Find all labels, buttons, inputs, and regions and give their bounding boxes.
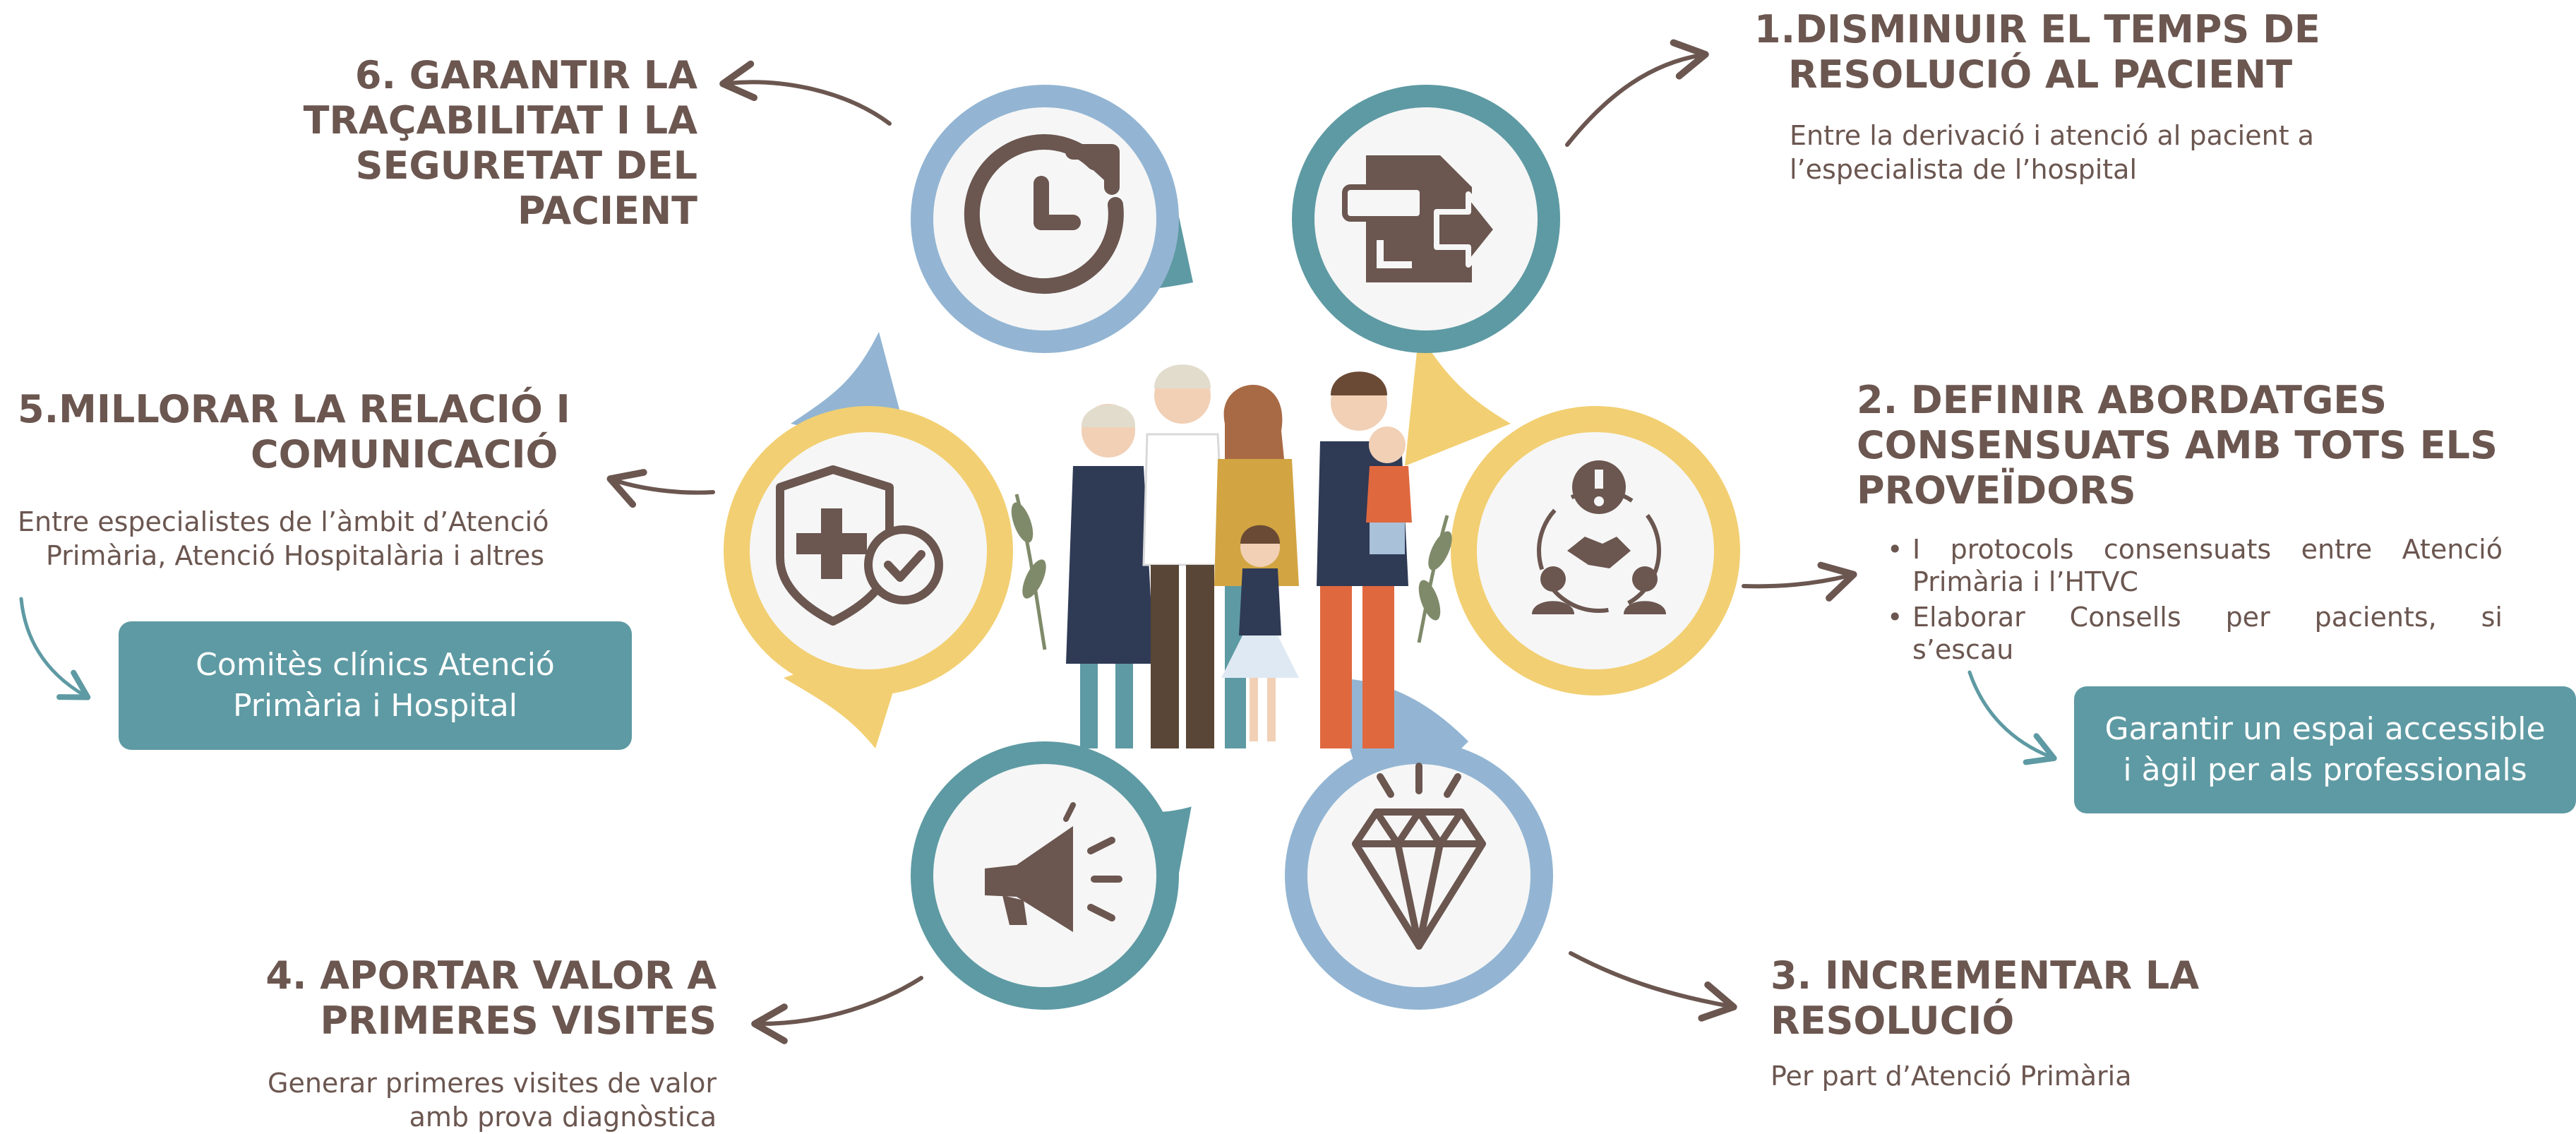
arrow-to-goal-5	[606, 469, 715, 508]
family-illustration	[1011, 364, 1452, 748]
goal-3-title-line-2: RESOLUCIÓ	[1771, 998, 2015, 1043]
clinical-committees-box-line-2: Primària i Hospital	[233, 688, 517, 724]
ring-goal-1	[1292, 85, 1560, 353]
goal-5-title-line-1: 5.MILLORAR LA RELACIÓ I	[18, 387, 570, 431]
clinical-committees-box-line-1: Comitès clínics Atenció	[196, 647, 555, 683]
arrow-to-space-box	[1967, 670, 2057, 765]
goal-4-subtitle: Generar primeres visites de valor amb pr…	[71, 1066, 717, 1134]
ring-goal-3	[1285, 741, 1553, 1010]
document-transfer-icon	[1342, 155, 1499, 282]
goal-6-title-line-3: SEGURETAT DEL	[355, 143, 697, 188]
goal-4-subtitle-line-2: amb prova diagnòstica	[409, 1102, 717, 1133]
accessible-space-box-line-2: i àgil per als professionals	[2123, 752, 2527, 788]
goal-3-title-line-1: 3. INCREMENTAR LA	[1771, 953, 2200, 998]
ring-goal-4	[911, 741, 1179, 1010]
goal-1-subtitle: Entre la derivació i atenció al pacient …	[1790, 119, 2425, 186]
shield-health-check-icon	[776, 465, 943, 626]
ring-goal-6	[911, 85, 1179, 353]
goal-1-subtitle-line-2: l’especialista de l’hospital	[1790, 154, 2137, 185]
ring-goal-5	[724, 406, 1013, 696]
arrow-to-goal-2	[1742, 561, 1857, 602]
goal-1-number: 1.	[1754, 7, 1796, 52]
ring-goal-2	[1451, 406, 1740, 696]
diamond-icon	[1352, 763, 1486, 950]
clinical-committees-box: Comitès clínics Atenció Primària i Hospi…	[119, 621, 632, 750]
goal-2-bullet-1-line-2: Primària i l’HTVC	[1912, 566, 2138, 597]
goal-5-subtitle: Entre especialistes de l’àmbit d’Atenció…	[18, 505, 653, 573]
goal-1-title-line-1: DISMINUIR EL TEMPS DE	[1795, 7, 2320, 52]
box-arrows	[19, 597, 2057, 765]
goal-3-subtitle-line-1: Per part d’Atenció Primària	[1771, 1061, 2132, 1092]
goal-5-title-line-2: COMUNICACIÓ	[251, 432, 558, 477]
goal-1-title-line-2: RESOLUCIÓ AL PACIENT	[1788, 52, 2293, 97]
goal-2-bullet-2-line-2: s’escau	[1912, 634, 2014, 665]
goal-3-subtitle: Per part d’Atenció Primària	[1771, 1059, 2406, 1093]
megaphone-icon	[985, 802, 1122, 932]
goal-4-title: 4. APORTAR VALOR A PRIMERES VISITES	[71, 953, 717, 1044]
arrow-to-goal-3	[1569, 951, 1737, 1022]
goal-2-title-line-1: 2. DEFINIR ABORDATGES	[1857, 378, 2388, 422]
goal-4-title-line-2: PRIMERES VISITES	[320, 998, 717, 1043]
goal-2-bullet-2: Elaborar Consells per pacients, si s’esc…	[1881, 601, 2503, 666]
goal-2-bullet-1: I protocols consensuats entre Atenció Pr…	[1881, 533, 2503, 598]
clock-refresh-icon	[964, 134, 1124, 294]
goal-1-title: 1.DISMINUIR EL TEMPS DE RESOLUCIÓ AL PAC…	[1754, 7, 2383, 97]
goal-3-title: 3. INCREMENTAR LA RESOLUCIÓ	[1771, 953, 2406, 1044]
arrow-to-goal-1	[1565, 39, 1709, 147]
goal-2-bullet-2-line-1: Elaborar Consells per pacients, si	[1912, 602, 2503, 633]
goal-6-title-line-2: TRAÇABILITAT I LA	[303, 98, 697, 143]
accessible-space-box-line-1: Garantir un espai accessible	[2104, 711, 2546, 747]
goal-1-subtitle-line-1: Entre la derivació i atenció al pacient …	[1790, 120, 2314, 151]
arrow-to-goal-6	[719, 60, 892, 126]
goal-6-title-line-1: 6. GARANTIR LA	[354, 53, 697, 97]
goal-6-title-line-4: PACIENT	[517, 189, 697, 233]
goal-2-bullet-1-line-1: I protocols consensuats entre Atenció	[1912, 534, 2503, 565]
goal-2-bullet-list: I protocols consensuats entre Atenció Pr…	[1881, 533, 2503, 669]
goal-5-subtitle-line-1: Entre especialistes de l’àmbit d’Atenció	[18, 506, 549, 537]
accessible-space-box: Garantir un espai accessible i àgil per …	[2074, 686, 2576, 813]
goal-2-title-line-2: CONSENSUATS AMB TOTS ELS	[1857, 423, 2498, 467]
goal-5-subtitle-line-2: Primària, Atenció Hospitalària i altres	[46, 540, 545, 571]
goal-5-title: 5.MILLORAR LA RELACIÓ I COMUNICACIÓ	[18, 387, 724, 477]
arrows	[606, 39, 1857, 1044]
goal-4-title-line-1: 4. APORTAR VALOR A	[265, 953, 717, 998]
goal-6-title: 6. GARANTIR LA TRAÇABILITAT I LA SEGURET…	[212, 53, 697, 234]
handshake-meeting-icon	[1532, 460, 1666, 614]
arrow-to-committees-box	[19, 597, 91, 700]
arrow-to-goal-4	[751, 976, 923, 1044]
goal-2-title: 2. DEFINIR ABORDATGES CONSENSUATS AMB TO…	[1857, 378, 2563, 513]
goal-4-subtitle-line-1: Generar primeres visites de valor	[268, 1068, 717, 1099]
goal-2-title-line-3: PROVEÏDORS	[1857, 468, 2136, 513]
